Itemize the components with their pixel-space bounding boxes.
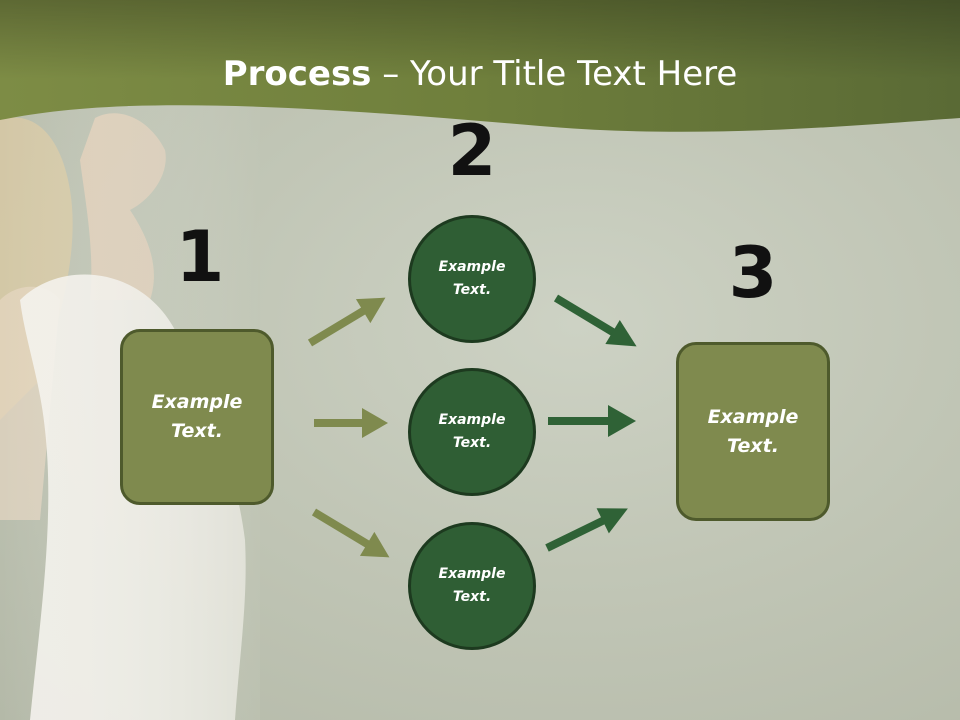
circle-top-text: Example Text.	[438, 259, 506, 298]
arrow-right-down	[553, 294, 637, 347]
left-arrows	[307, 297, 390, 558]
step-number-1: 1	[175, 216, 225, 298]
title-rest: – Your Title Text Here	[371, 54, 738, 94]
circle-bottom-text: Example Text.	[438, 566, 506, 605]
circle-top: Example Text.	[408, 215, 536, 343]
right-arrows	[545, 294, 637, 552]
left-box: Example Text.	[120, 329, 274, 505]
arrow-right-mid	[548, 405, 636, 437]
right-box: Example Text.	[676, 342, 830, 521]
right-box-text: Example Text.	[707, 405, 799, 457]
title-bold: Process	[222, 54, 372, 94]
header-band	[0, 0, 960, 132]
circle-bottom: Example Text.	[408, 522, 536, 650]
page-title: Process – Your Title Text Here	[0, 52, 960, 96]
circle-middle: Example Text.	[408, 368, 536, 496]
arrow-right-up	[545, 508, 628, 552]
circle-middle-text: Example Text.	[438, 412, 506, 451]
arrow-left-mid	[314, 408, 388, 438]
left-box-text: Example Text.	[151, 391, 243, 442]
arrow-left-up	[307, 297, 386, 347]
step-number-2: 2	[447, 110, 497, 192]
arrow-left-down	[311, 508, 390, 558]
step-number-3: 3	[728, 232, 778, 314]
